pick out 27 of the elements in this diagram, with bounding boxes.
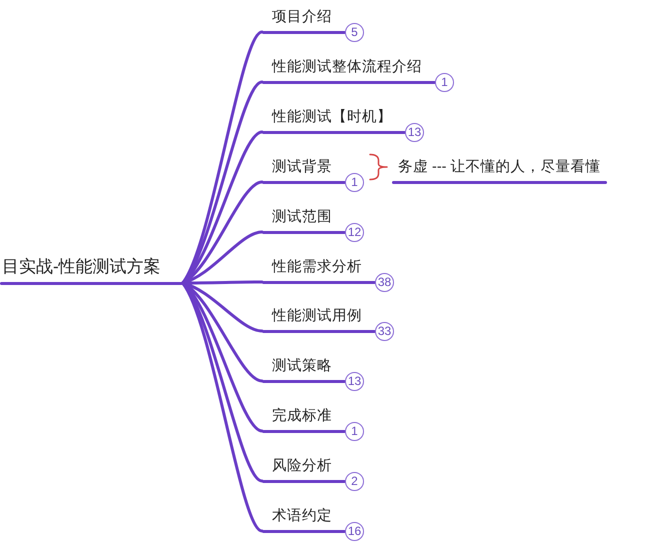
branch-connector [181, 80, 264, 284]
topic-text: 性能测试整体流程介绍 [272, 58, 422, 76]
topic-text: 术语约定 [272, 507, 332, 525]
count-badge: 13 [405, 122, 424, 142]
topic-text: 性能测试【时机】 [272, 108, 392, 126]
count-badge: 38 [375, 272, 394, 292]
count-badge: 12 [345, 222, 364, 242]
count-badge: 16 [345, 522, 364, 540]
topic-text: 测试背景 [272, 158, 332, 176]
note-text: 务虚 --- 让不懂的人，尽量看懂 [398, 158, 601, 176]
count-badge: 13 [345, 372, 364, 390]
count-badge: 1 [345, 172, 364, 192]
count-badge: 1 [435, 72, 454, 92]
topic-text: 风险分析 [272, 457, 332, 475]
curly-brace [369, 154, 388, 180]
topic-text: 项目介绍 [272, 8, 332, 26]
count-badge: 1 [345, 422, 364, 440]
branch-connector [181, 282, 264, 532]
count-badge: 5 [345, 22, 364, 42]
count-badge: 33 [375, 322, 394, 340]
topic-text: 完成标准 [272, 407, 332, 425]
central-topic: 目实战-性能测试方案 [2, 256, 161, 278]
count-badge: 2 [345, 472, 364, 490]
topic-text: 性能需求分析 [272, 258, 362, 276]
topic-text: 测试范围 [272, 208, 332, 226]
topic-text: 测试策略 [272, 357, 332, 375]
topic-text: 性能测试用例 [272, 307, 362, 325]
